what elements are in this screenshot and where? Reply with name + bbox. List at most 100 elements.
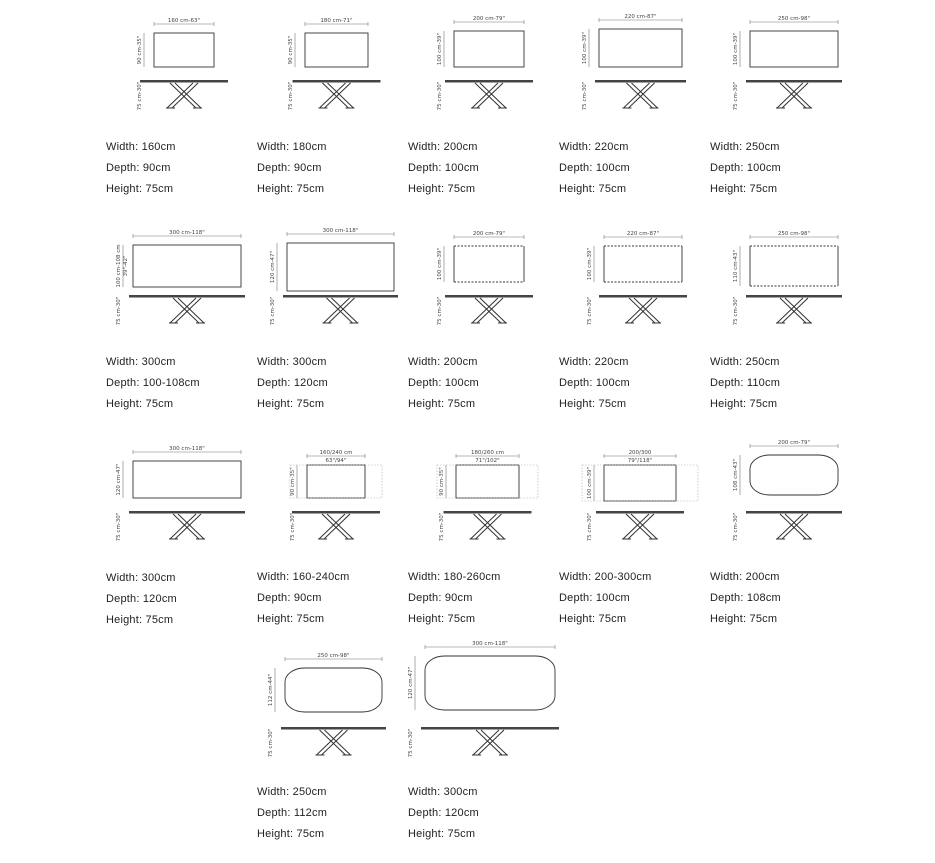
- spec-height: Height: 75cm: [710, 613, 778, 625]
- table-slab-elevation: [746, 295, 842, 298]
- spec-height: Height: 75cm: [106, 614, 174, 626]
- x-base-legs: [472, 729, 508, 756]
- top-dimension-label-inch: 79"/118": [628, 458, 652, 464]
- spec-depth: Depth: 100cm: [408, 377, 479, 389]
- spec-width: Width: 300cm: [257, 356, 327, 368]
- depth-dimension-label: 110 cm-43": [733, 250, 739, 282]
- spec-height: Height: 75cm: [257, 613, 325, 625]
- depth-dimension-label-inch: 39"-42": [123, 255, 129, 276]
- table-slab-elevation: [746, 511, 842, 514]
- depth-dimension-label: 90 cm-35": [288, 36, 294, 65]
- spec-height: Height: 75cm: [559, 398, 627, 410]
- spec-width: Width: 200cm: [408, 141, 478, 153]
- top-dimension-label: 200/300: [629, 450, 652, 456]
- height-dimension-label: 75 cm-30": [733, 297, 739, 326]
- x-base-legs: [166, 82, 202, 109]
- spec-height: Height: 75cm: [559, 183, 627, 195]
- height-dimension-label: 75 cm-30": [268, 729, 274, 758]
- spec-height: Height: 75cm: [710, 398, 778, 410]
- height-dimension-label: 75 cm-30": [288, 82, 294, 111]
- top-dimension-label: 220 cm-87": [624, 14, 656, 20]
- top-dimension-label: 220 cm-87": [627, 231, 659, 237]
- depth-dimension-label: 100 cm-39": [582, 32, 588, 64]
- table-slab-elevation: [292, 511, 380, 514]
- x-base-legs: [776, 513, 812, 540]
- spec-depth: Depth: 90cm: [408, 592, 473, 604]
- spec-depth: Depth: 100cm: [559, 592, 630, 604]
- spec-width: Width: 300cm: [408, 786, 478, 798]
- top-dimension-label: 160 cm-63": [168, 18, 200, 24]
- top-dimension-label: 250 cm-98": [778, 16, 810, 22]
- table-top-shape: [153, 32, 215, 68]
- top-dimension-label: 300 cm-118": [472, 641, 508, 647]
- top-dimension-label: 300 cm-118": [323, 228, 359, 234]
- table-slab-elevation: [292, 80, 381, 83]
- spec-width: Width: 220cm: [559, 356, 629, 368]
- depth-dimension-label: 90 cm-35": [439, 467, 445, 496]
- spec-depth: Depth: 100cm: [559, 377, 630, 389]
- spec-depth: Depth: 120cm: [106, 593, 177, 605]
- spec-width: Width: 300cm: [106, 356, 176, 368]
- spec-width: Width: 200cm: [710, 571, 780, 583]
- depth-dimension-label: 100 cm-39": [587, 467, 593, 499]
- spec-height: Height: 75cm: [559, 613, 627, 625]
- depth-dimension-label: 100 cm-39": [437, 248, 443, 280]
- spec-height: Height: 75cm: [408, 398, 476, 410]
- x-base-legs: [471, 82, 507, 109]
- spec-height: Height: 75cm: [408, 183, 476, 195]
- table-slab-elevation: [281, 727, 386, 730]
- height-dimension-label: 75 cm-30": [408, 729, 414, 758]
- x-base-legs: [318, 513, 354, 540]
- x-base-legs: [315, 729, 352, 756]
- spec-width: Width: 220cm: [559, 141, 629, 153]
- x-base-legs: [625, 297, 661, 324]
- table-slab-elevation: [421, 727, 559, 730]
- spec-depth: Depth: 90cm: [257, 162, 322, 174]
- table-top-shape: [749, 30, 839, 68]
- table-slab-elevation: [283, 295, 398, 298]
- x-base-legs: [471, 297, 507, 324]
- x-base-legs: [322, 297, 359, 324]
- spec-width: Width: 180-260cm: [408, 571, 501, 583]
- x-base-legs: [622, 513, 658, 540]
- height-dimension-label: 75 cm-30": [290, 513, 296, 542]
- table-slab-elevation: [140, 80, 228, 83]
- table-top-shape: [455, 464, 520, 499]
- spec-width: Width: 200-300cm: [559, 571, 652, 583]
- spec-height: Height: 75cm: [408, 828, 476, 840]
- top-dimension-label: 180/260 cm: [471, 450, 504, 456]
- spec-depth: Depth: 100cm: [408, 162, 479, 174]
- table-top-shape: [286, 242, 395, 292]
- table-top-shape: [453, 245, 525, 283]
- table-top-shape: [453, 30, 525, 68]
- spec-width: Width: 200cm: [408, 356, 478, 368]
- spec-depth: Depth: 90cm: [106, 162, 171, 174]
- depth-dimension-label: 108 cm-43": [733, 459, 739, 491]
- x-base-legs: [776, 297, 812, 324]
- x-base-legs: [169, 513, 205, 540]
- table-top-shape: [603, 245, 683, 283]
- spec-width: Width: 160-240cm: [257, 571, 350, 583]
- height-dimension-label: 75 cm-30": [582, 82, 588, 111]
- spec-height: Height: 75cm: [257, 398, 325, 410]
- top-dimension-label: 250 cm-98": [317, 653, 349, 659]
- spec-depth: Depth: 100-108cm: [106, 377, 200, 389]
- table-top-shape: [424, 655, 556, 711]
